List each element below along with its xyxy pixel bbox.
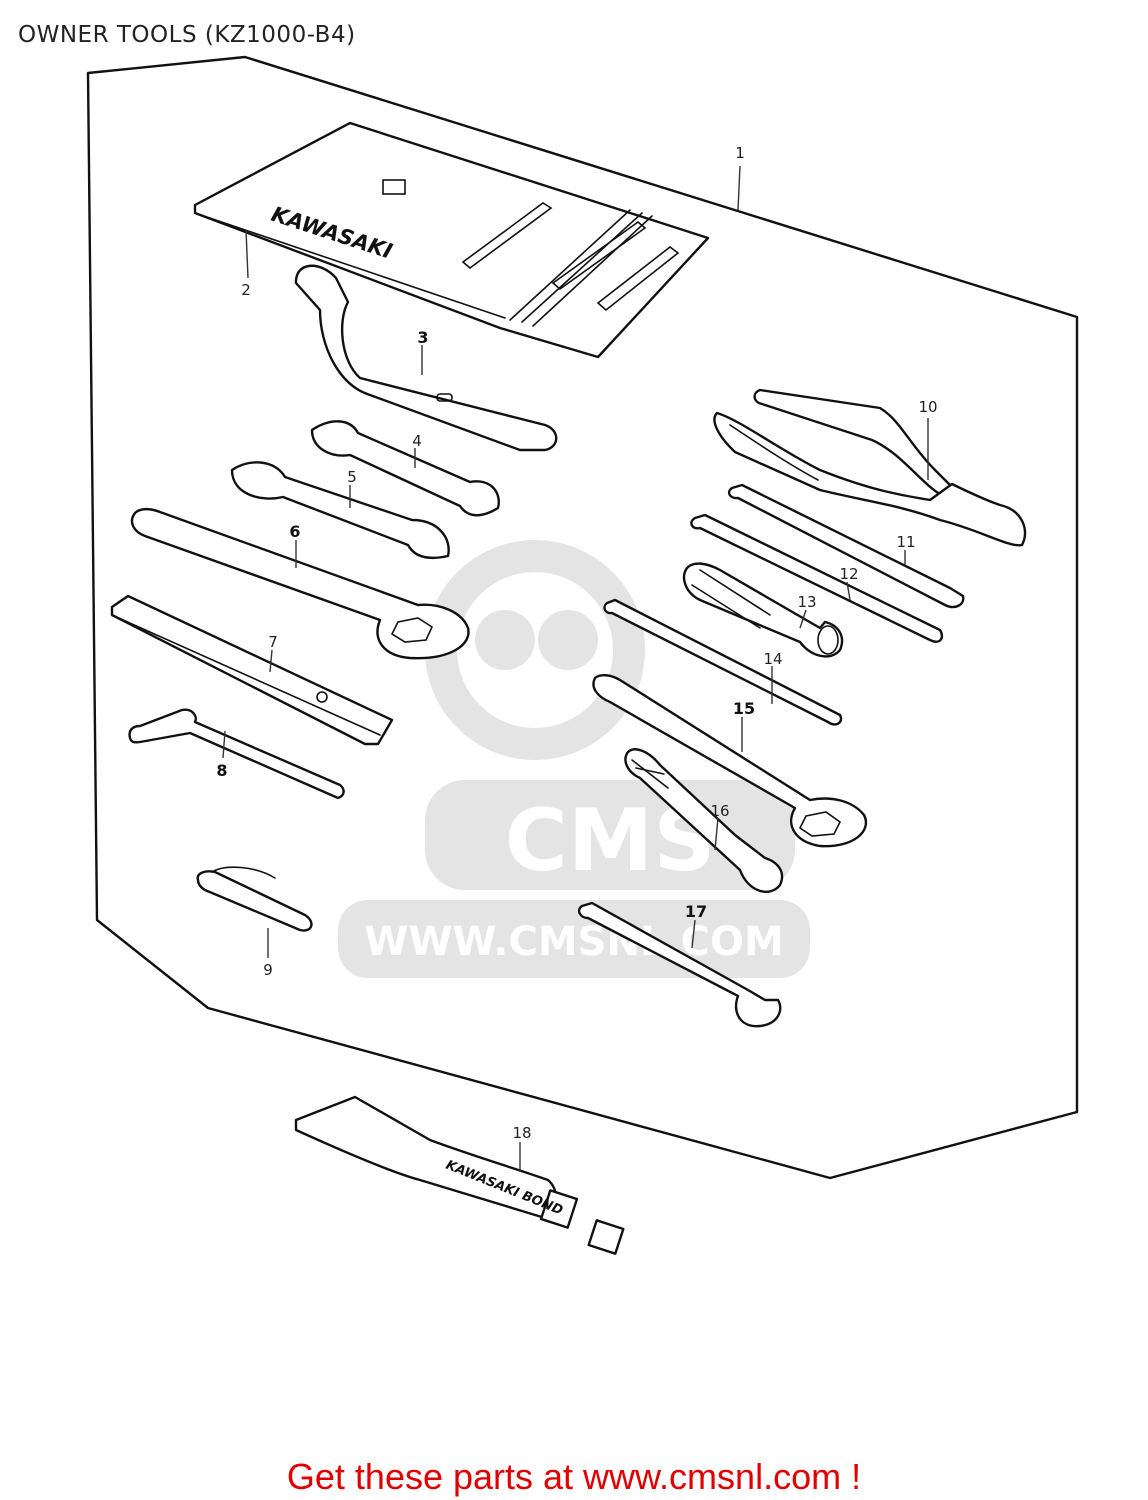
ring-spanner-6-part: [130, 507, 470, 660]
callout-2: 2: [241, 281, 251, 299]
callout-6: 6: [289, 522, 300, 541]
wrench-17-part: [577, 901, 782, 1028]
callout-18: 18: [512, 1124, 531, 1142]
callout-10: 10: [918, 398, 937, 416]
callout-3: 3: [417, 328, 428, 347]
bond-tube-18-part: KAWASAKI BOND: [294, 1095, 625, 1255]
callout-14: 14: [763, 650, 782, 668]
tool-9-part: [196, 866, 313, 932]
promo-footer-link[interactable]: Get these parts at www.cmsnl.com !: [286, 1456, 862, 1497]
pliers-10-part: [713, 388, 1027, 547]
flat-tool-7-part: [110, 594, 394, 746]
screwdriver-blade-11-part: [727, 483, 965, 609]
ring-spanner-15-part: [592, 674, 867, 848]
callout-7: 7: [268, 633, 278, 651]
screwdriver-blade-12-part: [690, 513, 944, 643]
wrench-4-part: [310, 420, 500, 517]
extension-bar-14-part: [603, 598, 843, 726]
callout-17: 17: [685, 902, 707, 921]
socket-16-part: [624, 748, 784, 893]
watermark-url: WWW.CMSNL.COM: [364, 919, 784, 965]
page-title: OWNER TOOLS (KZ1000-B4): [18, 22, 356, 48]
hex-key-8-part: [128, 708, 345, 800]
callout-15: 15: [733, 699, 755, 718]
tool-bag-part: KAWASAKI: [193, 121, 710, 359]
callout-5: 5: [347, 468, 357, 486]
screwdriver-handle-13-part: [682, 562, 844, 658]
callout-11: 11: [896, 533, 915, 551]
callout-labels: 1 2 3 4 5 6 7 8 9 10 11 12 13 14 15 16 1…: [216, 144, 937, 1142]
callout-16: 16: [710, 802, 729, 820]
pin-spanner-part: [294, 264, 558, 452]
leader-lines: [222, 165, 929, 1172]
kit-outline: [86, 55, 1079, 1180]
callout-9: 9: [263, 961, 273, 979]
callout-4: 4: [412, 432, 422, 450]
callout-1: 1: [735, 144, 745, 162]
callout-8: 8: [216, 761, 227, 780]
wrench-5-part: [230, 461, 450, 559]
callout-13: 13: [797, 593, 816, 611]
callout-12: 12: [839, 565, 858, 583]
parts-diagram: CMS WWW.CMSNL.COM KAWASAKI: [86, 55, 1079, 1255]
